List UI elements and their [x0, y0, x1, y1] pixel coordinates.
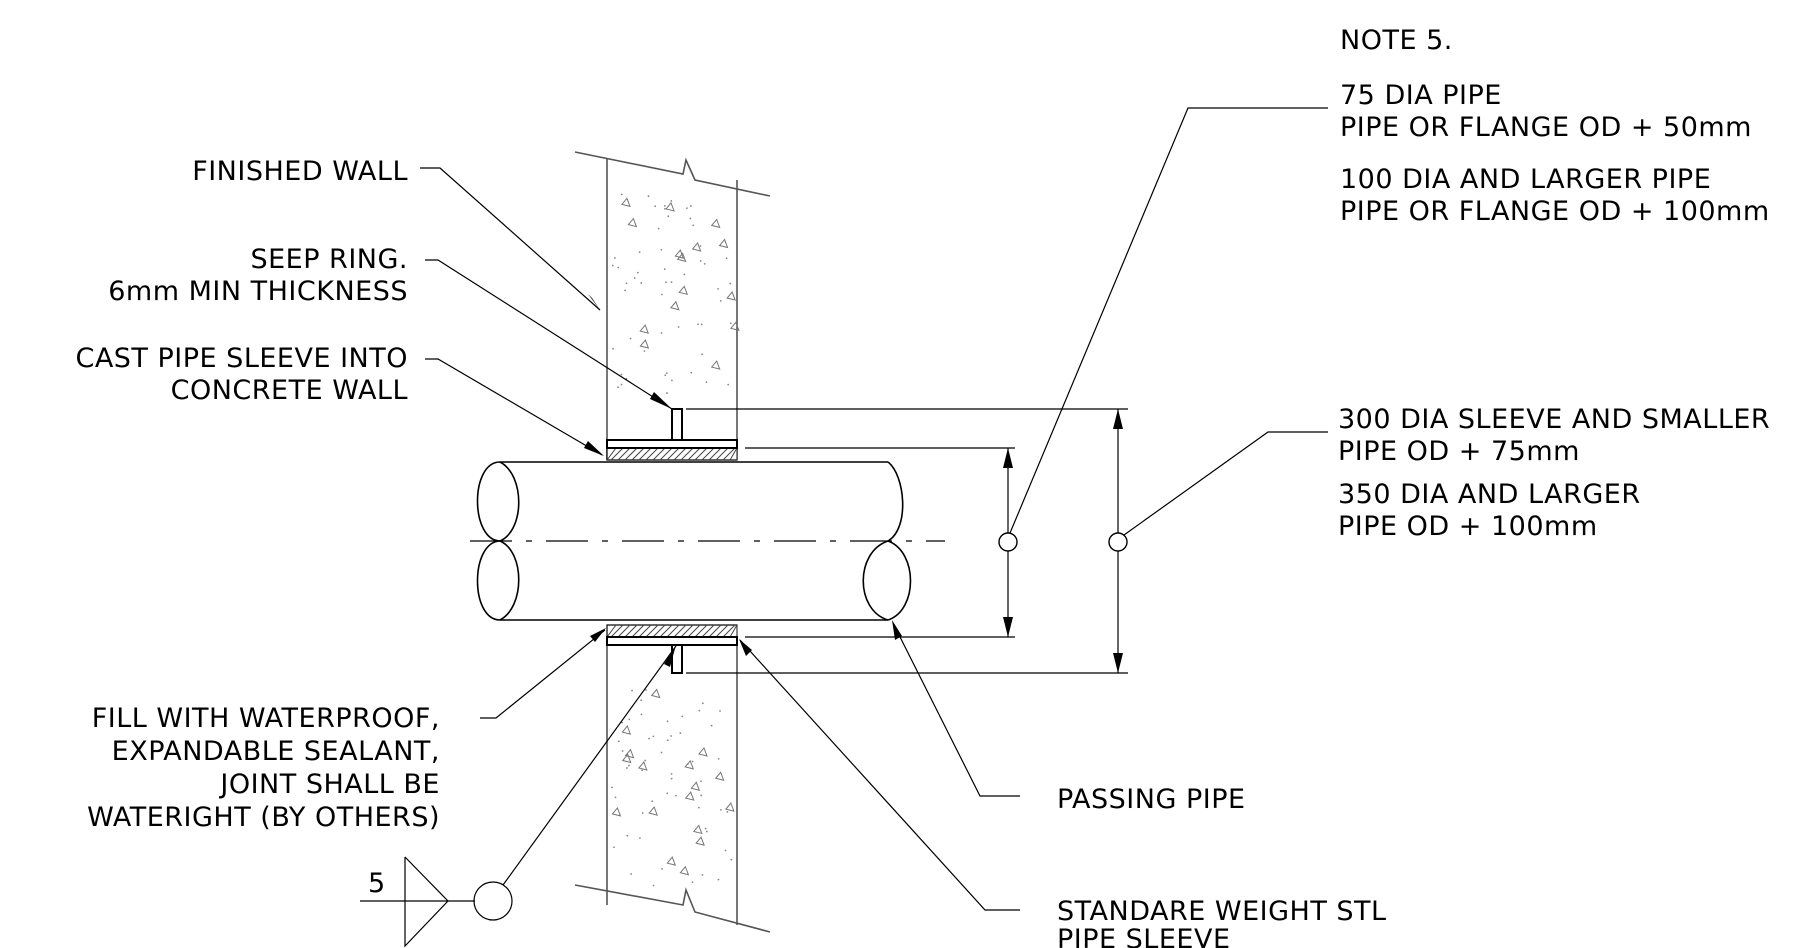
label-fill-line1: FILL WITH WATERPROOF, — [92, 703, 440, 734]
note-title: NOTE 5. — [1340, 25, 1453, 56]
label-fill-line3: JOINT SHALL BE — [218, 769, 440, 800]
annotation-text: FINISHED WALL SEEP RING. 6mm MIN THICKNE… — [75, 25, 1770, 948]
concrete-aggregate-pattern — [611, 193, 740, 887]
leader-lines — [420, 107, 1328, 911]
steel-pipe-sleeve — [606, 439, 738, 646]
sealant-hatch-top — [606, 447, 738, 461]
note-ring-line4: PIPE OR FLANGE OD + 100mm — [1340, 196, 1770, 227]
label-cast-sleeve-line1: CAST PIPE SLEEVE INTO — [75, 343, 408, 374]
note-sleeve-line3: 350 DIA AND LARGER — [1338, 479, 1641, 510]
weld-symbol — [360, 645, 677, 948]
label-seep-ring-line1: SEEP RING. — [250, 244, 408, 275]
dimension-sleeve-id — [745, 447, 1018, 638]
label-fill-line4: WATERIGHT (BY OTHERS) — [87, 802, 440, 833]
note-sleeve-line2: PIPE OD + 75mm — [1338, 436, 1580, 467]
note-sleeve-line1: 300 DIA SLEEVE AND SMALLER — [1338, 404, 1770, 435]
passing-pipe — [470, 461, 945, 621]
note-ring-line2: PIPE OR FLANGE OD + 50mm — [1340, 112, 1752, 143]
label-sleeve-line2: PIPE SLEEVE — [1057, 924, 1231, 948]
label-fill-line2: EXPANDABLE SEALANT, — [112, 736, 440, 767]
label-cast-sleeve-line2: CONCRETE WALL — [171, 375, 408, 406]
concrete-wall-lower — [574, 640, 771, 933]
note-ring-line1: 75 DIA PIPE — [1340, 80, 1502, 111]
sealant-hatch-bottom — [606, 624, 738, 638]
label-finished-wall: FINISHED WALL — [192, 156, 408, 187]
note-sleeve-line4: PIPE OD + 100mm — [1338, 511, 1598, 542]
dimension-seep-ring-od — [686, 408, 1128, 674]
label-seep-ring-line2: 6mm MIN THICKNESS — [108, 276, 408, 307]
label-sleeve-line1: STANDARE WEIGHT STL — [1057, 896, 1387, 927]
note-ring-line3: 100 DIA AND LARGER PIPE — [1340, 164, 1711, 195]
label-weld-size: 5 — [368, 868, 386, 899]
label-passing-pipe: PASSING PIPE — [1057, 784, 1246, 815]
